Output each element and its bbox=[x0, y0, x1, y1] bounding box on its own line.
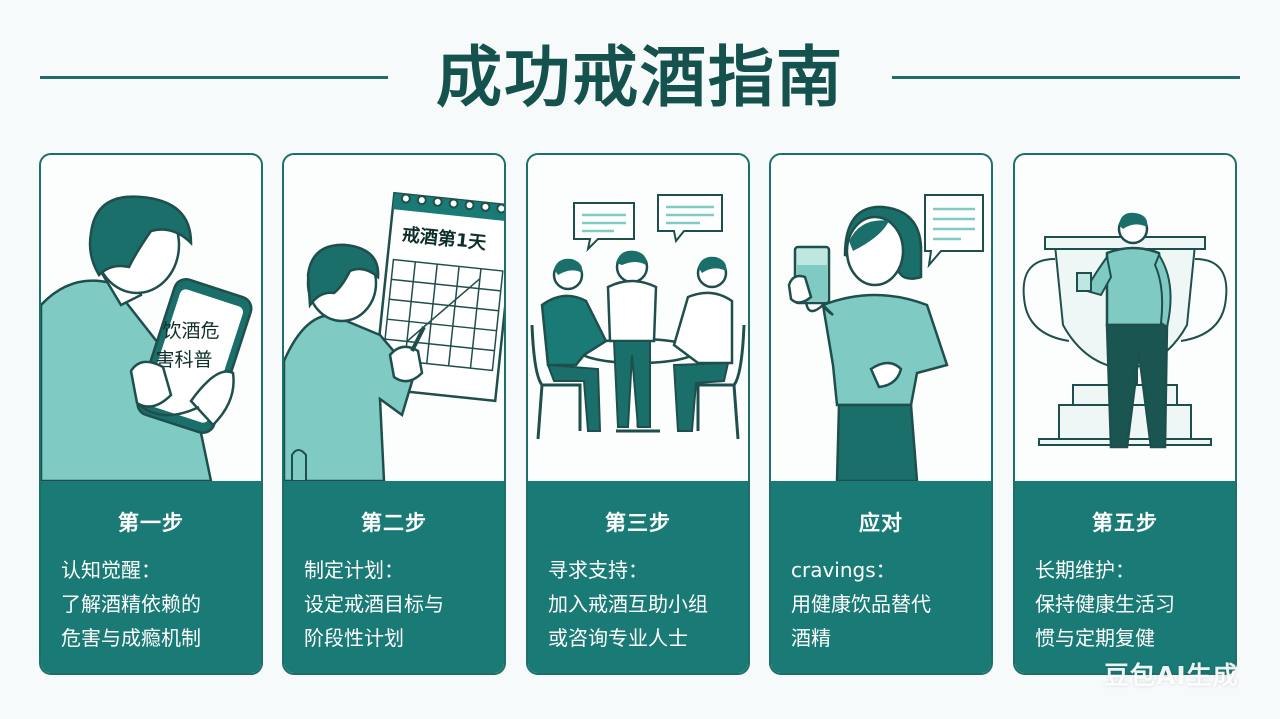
step-description: 认知觉醒： 了解酒精依赖的 危害与成瘾机制 bbox=[61, 558, 201, 650]
step-description: 长期维护： 保持健康生活习 惯与定期复健 bbox=[1035, 558, 1175, 650]
phone-text-line-2: 害科普 bbox=[155, 349, 212, 371]
step-panel-1: 第一步 认知觉醒： 了解酒精依赖的 危害与成瘾机制 bbox=[41, 481, 261, 673]
step-description: 寻求支持： 加入戒酒互助小组 或咨询专业人士 bbox=[548, 558, 708, 650]
step-title: 第五步 bbox=[1092, 511, 1158, 535]
step-card-5: 第五步 长期维护： 保持健康生活习 惯与定期复健 bbox=[1013, 153, 1237, 675]
title-divider-right bbox=[892, 76, 1240, 79]
watermark: 豆包AI生成 bbox=[1104, 661, 1239, 690]
page-title: 成功戒酒指南 bbox=[436, 39, 844, 116]
woman-drinking-water-icon bbox=[787, 194, 984, 481]
step-title: 第二步 bbox=[361, 511, 427, 535]
step-card-2: 戒酒第1天 第二步 制定计划： 设定戒酒目标与 阶段性计划 bbox=[282, 153, 506, 675]
step-panel-4: 应对 cravings： 用健康饮品替代 酒精 bbox=[771, 481, 991, 673]
step-panel-5: 第五步 长期维护： 保持健康生活习 惯与定期复健 bbox=[1015, 481, 1235, 673]
step-title: 第三步 bbox=[605, 511, 671, 535]
step-panel-3: 第三步 寻求支持： 加入戒酒互助小组 或咨询专业人士 bbox=[528, 481, 748, 673]
step-description: 制定计划： 设定戒酒目标与 阶段性计划 bbox=[304, 558, 444, 650]
phone-text-line-1: 饮酒危 bbox=[162, 320, 219, 342]
support-group-meeting-icon bbox=[530, 194, 746, 440]
step-card-3: 第三步 寻求支持： 加入戒酒互助小组 或咨询专业人士 bbox=[526, 153, 750, 675]
header: 成功戒酒指南 bbox=[0, 38, 1280, 118]
step-panel-2: 第二步 制定计划： 设定戒酒目标与 阶段性计划 bbox=[284, 481, 504, 673]
step-title: 第一步 bbox=[118, 511, 184, 535]
person-marking-calendar-icon: 戒酒第1天 bbox=[284, 191, 504, 481]
step-title: 应对 bbox=[859, 511, 903, 535]
step-card-4: 应对 cravings： 用健康饮品替代 酒精 bbox=[769, 153, 993, 675]
person-reading-phone-icon: 饮酒危 害科普 bbox=[41, 195, 253, 481]
title-divider-left bbox=[40, 76, 388, 79]
step-card-1: 饮酒危 害科普 第一步 认知觉醒： 了解酒精依赖的 危害与成瘾机制 bbox=[39, 153, 263, 675]
step-description: cravings： 用健康饮品替代 酒精 bbox=[791, 558, 931, 650]
man-with-trophy-icon bbox=[1022, 212, 1228, 449]
